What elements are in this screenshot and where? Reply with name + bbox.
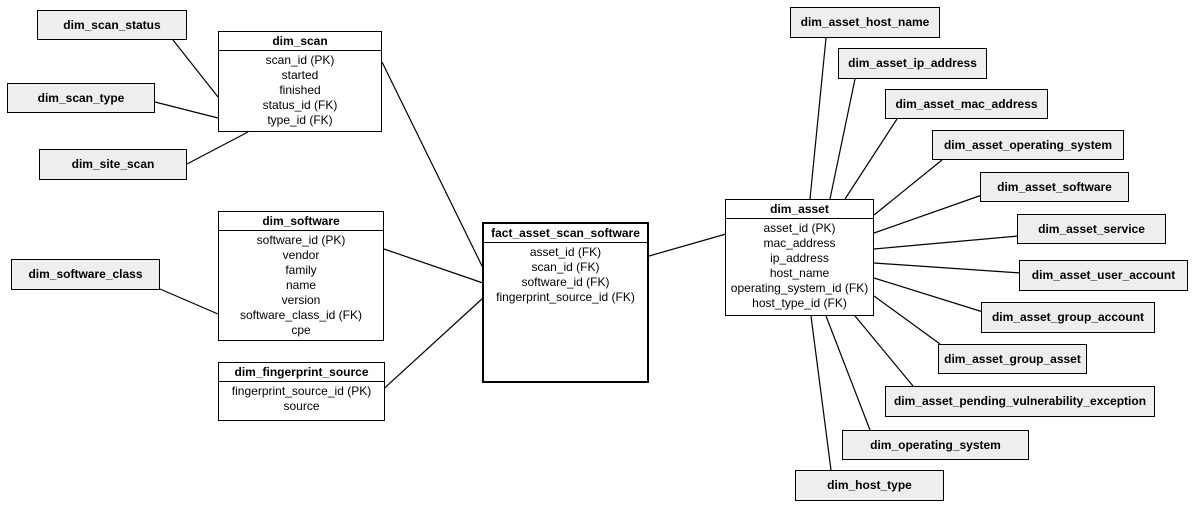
dim-asset-software-box: dim_asset_software (980, 172, 1129, 202)
connector-site-scan (186, 131, 249, 165)
connector-asset-mac-address (844, 118, 898, 200)
connector-asset-software (873, 194, 983, 234)
table-dim-scan: dim_scan scan_id (PK) started finished s… (218, 31, 382, 132)
dim-asset-host-name-box: dim_asset_host_name (790, 7, 940, 38)
field-asset-id: asset_id (FK) (529, 245, 602, 259)
connector-fact-asset (648, 233, 727, 257)
connector-asset-group-asset (873, 295, 941, 345)
field-fingerprint-source-id: fingerprint_source_id (PK) (231, 384, 372, 398)
dim-asset-group-asset-box: dim_asset_group_asset (938, 344, 1087, 374)
table-title: dim_fingerprint_source (219, 363, 384, 382)
field-list: software_id (PK) vendor family name vers… (219, 231, 383, 338)
field-scan-id: scan_id (FK) (531, 260, 600, 274)
field-ip-address: ip_address (770, 251, 829, 265)
field-list: fingerprint_source_id (PK) source (219, 382, 384, 414)
field-status-id: status_id (FK) (262, 98, 338, 112)
dim-site-scan-box: dim_site_scan (39, 149, 187, 180)
field-type-id: type_id (FK) (267, 113, 333, 127)
dim-host-type-box: dim_host_type (795, 470, 944, 501)
dim-asset-mac-address-box: dim_asset_mac_address (885, 89, 1048, 119)
table-title: dim_software (219, 212, 383, 231)
connector-asset-operating-system (873, 159, 943, 216)
table-fact-asset-scan-software: fact_asset_scan_software asset_id (FK) s… (482, 222, 649, 383)
field-mac-address: mac_address (763, 236, 836, 250)
dim-asset-user-account-box: dim_asset_user_account (1019, 260, 1188, 291)
field-source: source (283, 399, 320, 413)
connector-software-class (159, 288, 219, 315)
connector-software-fact (383, 248, 484, 284)
dim-scan-status-box: dim_scan_status (37, 10, 187, 40)
connector-scan-fact (381, 61, 484, 269)
field-list: asset_id (PK) mac_address ip_address hos… (726, 219, 873, 311)
connector-asset-user-account (873, 262, 1022, 274)
field-cpe: cpe (291, 323, 311, 337)
field-scan-id: scan_id (PK) (265, 53, 335, 67)
dim-asset-service-box: dim_asset_service (1017, 214, 1166, 244)
connector-operating-system (825, 315, 871, 431)
connector-asset-service (873, 235, 1019, 250)
table-dim-software: dim_software software_id (PK) vendor fam… (218, 211, 384, 341)
field-list: scan_id (PK) started finished status_id … (219, 51, 381, 128)
field-finished: finished (279, 83, 321, 97)
field-software-id: software_id (FK) (521, 275, 610, 289)
dim-software-class-box: dim_software_class (11, 259, 160, 290)
connector-asset-pending-vuln (854, 315, 914, 387)
field-host-type-id: host_type_id (FK) (752, 296, 847, 310)
table-title: dim_asset (726, 200, 873, 219)
field-asset-id: asset_id (PK) (763, 221, 836, 235)
dim-asset-ip-address-box: dim_asset_ip_address (838, 48, 987, 79)
connector-scan-status (172, 39, 219, 98)
connector-asset-ip-address (829, 78, 856, 200)
table-dim-asset: dim_asset asset_id (PK) mac_address ip_a… (725, 199, 874, 316)
field-host-name: host_name (769, 266, 830, 280)
field-version: version (281, 293, 321, 307)
dim-scan-type-box: dim_scan_type (7, 83, 155, 113)
field-family: family (285, 263, 317, 277)
field-fingerprint-source-id: fingerprint_source_id (FK) (496, 290, 635, 304)
field-software-class-id: software_class_id (FK) (239, 308, 363, 322)
dim-operating-system-box: dim_operating_system (842, 430, 1029, 460)
connector-fingerprint-fact (377, 297, 484, 395)
field-name: name (285, 278, 317, 292)
connector-scan-type (154, 101, 219, 119)
field-vendor: vendor (282, 248, 320, 262)
field-operating-system-id: operating_system_id (FK) (730, 281, 869, 295)
field-started: started (281, 68, 319, 82)
connector-asset-host-name (809, 37, 827, 200)
field-list: asset_id (FK) scan_id (FK) software_id (… (484, 243, 647, 305)
dim-asset-group-account-box: dim_asset_group_account (981, 302, 1155, 333)
connector-asset-group-account (873, 277, 984, 313)
field-software-id: software_id (PK) (256, 233, 346, 247)
table-dim-fingerprint-source: dim_fingerprint_source fingerprint_sourc… (218, 362, 385, 421)
dim-asset-pending-vulnerability-exception-box: dim_asset_pending_vulnerability_exceptio… (885, 386, 1155, 417)
dim-asset-operating-system-box: dim_asset_operating_system (932, 130, 1124, 160)
table-title: dim_scan (219, 32, 381, 51)
connector-host-type (810, 315, 832, 471)
table-title: fact_asset_scan_software (484, 224, 647, 243)
